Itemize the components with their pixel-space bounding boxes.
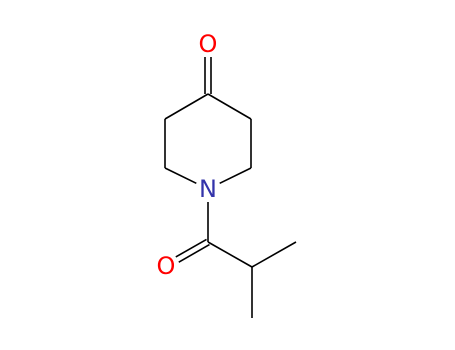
atom-label-n1: N bbox=[199, 175, 217, 203]
bond-c4-c3 bbox=[164, 93, 209, 120]
bond-c_acyl-c_ch bbox=[207, 241, 253, 268]
bond-layer bbox=[164, 57, 297, 318]
bond-c_ch-c_me1 bbox=[251, 241, 297, 268]
bond-c_acyl-o_amide-a bbox=[175, 238, 207, 258]
bond-c2-n1 bbox=[164, 167, 197, 185]
atom-label-o_ketone: O bbox=[199, 30, 218, 58]
atom-label-o_amide: O bbox=[157, 252, 176, 280]
bond-c6-n1 bbox=[219, 167, 252, 185]
atom-label-layer: O N O bbox=[157, 30, 218, 280]
bond-c4-c5 bbox=[207, 93, 252, 120]
bond-c_acyl-o_amide-b bbox=[178, 243, 210, 263]
